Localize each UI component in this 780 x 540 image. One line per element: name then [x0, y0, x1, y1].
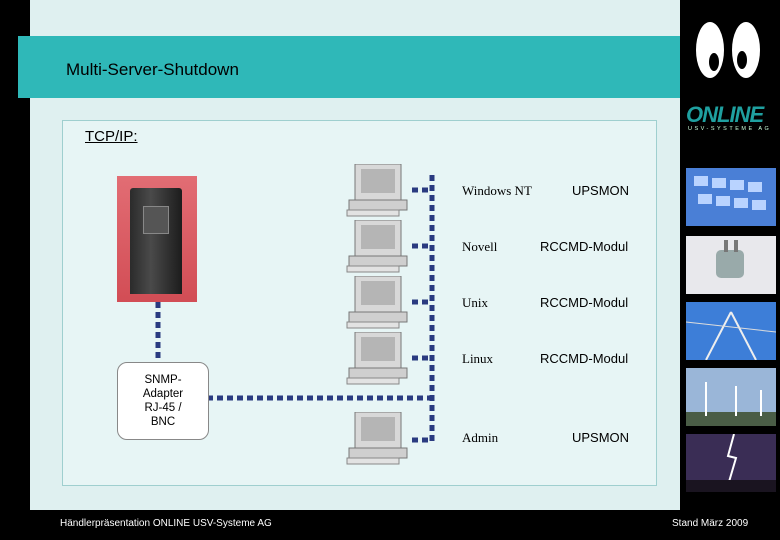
brand-logo-subtitle: USV-SYSTEME AG — [688, 126, 772, 132]
power-line-photo — [686, 302, 776, 360]
brand-logo-text: ONLINE — [686, 102, 764, 127]
computer-icon — [346, 412, 408, 465]
module-label-upsmon: UPSMON — [572, 430, 630, 445]
adapter-line-3: RJ-45 / — [144, 402, 182, 414]
os-label-unix: Unix — [462, 295, 488, 310]
module-label-rccmd: RCCMD-Modul — [540, 351, 629, 366]
os-label-linux: Linux — [462, 351, 494, 366]
computer-icon — [346, 276, 408, 329]
footer-presenter: Händlerpräsentation ONLINE USV-Systeme A… — [60, 518, 272, 529]
snmp-adapter-box: SNMP- Adapter RJ-45 / BNC — [117, 362, 209, 440]
computer-icon — [346, 220, 408, 273]
os-label-admin: Admin — [462, 430, 499, 445]
footer-date: Stand März 2009 — [672, 518, 749, 529]
ups-device — [130, 188, 182, 294]
protocol-heading: TCP/IP: — [85, 128, 138, 145]
os-label-novell: Novell — [462, 239, 498, 254]
computer-icon — [346, 164, 408, 217]
os-label-windows-nt: Windows NT — [462, 183, 532, 198]
adapter-line-4: BNC — [150, 416, 176, 428]
adapter-line-2: Adapter — [142, 388, 184, 400]
keyboard-photo — [686, 168, 776, 226]
slide-title: Multi-Server-Shutdown — [66, 60, 239, 79]
title-bar — [18, 36, 680, 98]
computer-icon — [346, 332, 408, 385]
power-plug-photo — [686, 236, 776, 294]
module-label-rccmd: RCCMD-Modul — [540, 295, 629, 310]
ups-display-panel — [143, 206, 169, 234]
module-label-upsmon: UPSMON — [572, 183, 630, 198]
adapter-line-1: SNMP- — [144, 374, 182, 386]
eyes-logo-icon — [696, 22, 760, 78]
wind-turbines-photo — [686, 368, 776, 426]
lightning-photo — [686, 434, 776, 492]
module-label-rccmd: RCCMD-Modul — [540, 239, 629, 254]
